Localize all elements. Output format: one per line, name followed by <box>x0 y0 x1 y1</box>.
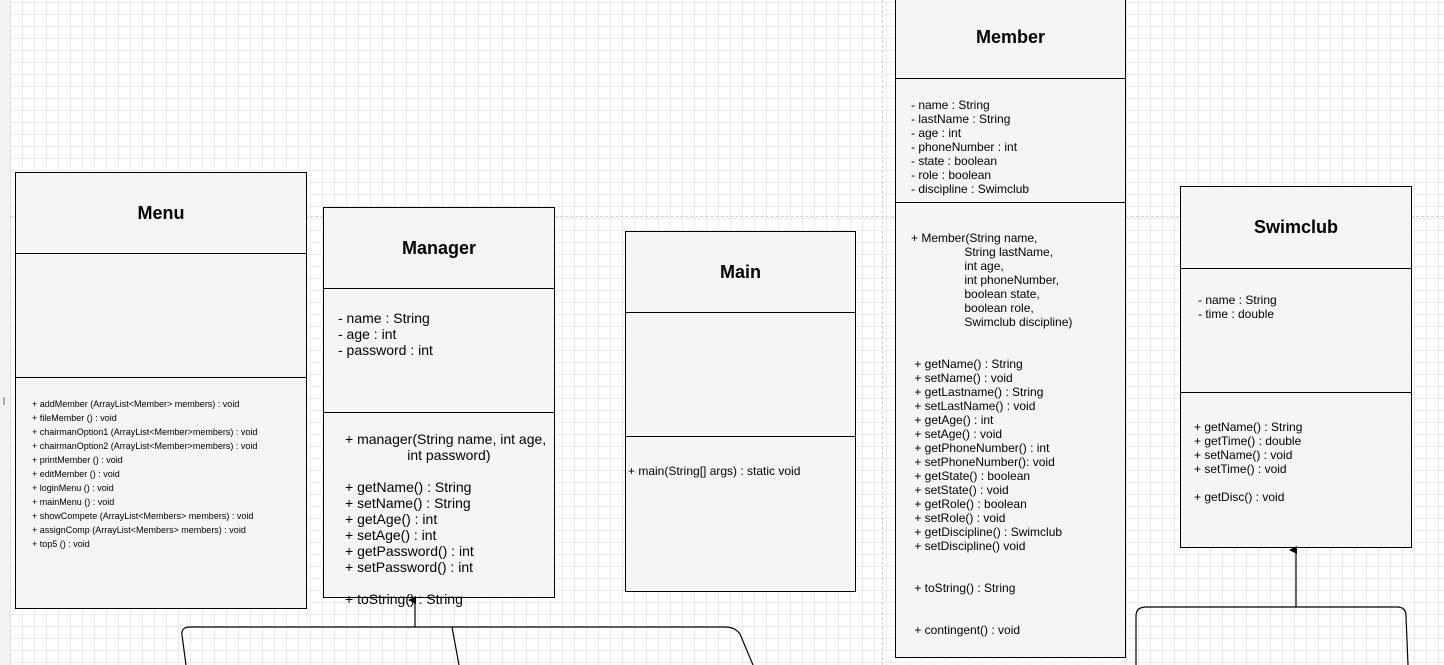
class-menu-title: Menu <box>137 203 185 223</box>
class-manager[interactable]: Manager - name : String - age : int - pa… <box>323 207 555 607</box>
partial-box-bottom-left <box>181 626 754 665</box>
partial-box-divider <box>451 626 460 665</box>
class-swimclub[interactable]: Swimclub - name : String - time : double… <box>1180 186 1412 548</box>
partial-box-bottom-right <box>1135 606 1409 665</box>
rail-grip-icon[interactable]: ‖ <box>2 396 6 405</box>
class-menu[interactable]: Menu + addMember (ArrayList<Member> memb… <box>15 172 307 609</box>
class-manager-title: Manager <box>401 238 477 258</box>
class-main[interactable]: Main + main(String[] args) : static void <box>625 231 856 592</box>
guide-line-horizontal <box>10 216 1444 217</box>
class-member-attributes: - name : String - lastName : String - ag… <box>911 98 1030 196</box>
class-swimclub-title: Swimclub <box>1253 217 1338 237</box>
class-member-title: Member <box>975 27 1046 47</box>
class-swimclub-attributes: - name : String - time : double <box>1198 293 1277 321</box>
class-menu-methods: + addMember (ArrayList<Member> members) … <box>32 399 258 549</box>
class-manager-methods: + manager(String name, int age, int pass… <box>345 431 547 607</box>
class-member[interactable]: Member - name : String - lastName : Stri… <box>895 0 1126 658</box>
class-member-methods: + Member(String name, String lastName, i… <box>911 231 1073 637</box>
guide-line-vertical <box>882 0 883 665</box>
class-main-title: Main <box>719 262 761 282</box>
class-swimclub-methods: + getName() : String + getTime() : doubl… <box>1194 420 1303 504</box>
class-main-methods: + main(String[] args) : static void <box>628 464 801 478</box>
left-rail: ‖ <box>0 0 11 665</box>
class-manager-attributes: - name : String - age : int - password :… <box>338 310 433 358</box>
